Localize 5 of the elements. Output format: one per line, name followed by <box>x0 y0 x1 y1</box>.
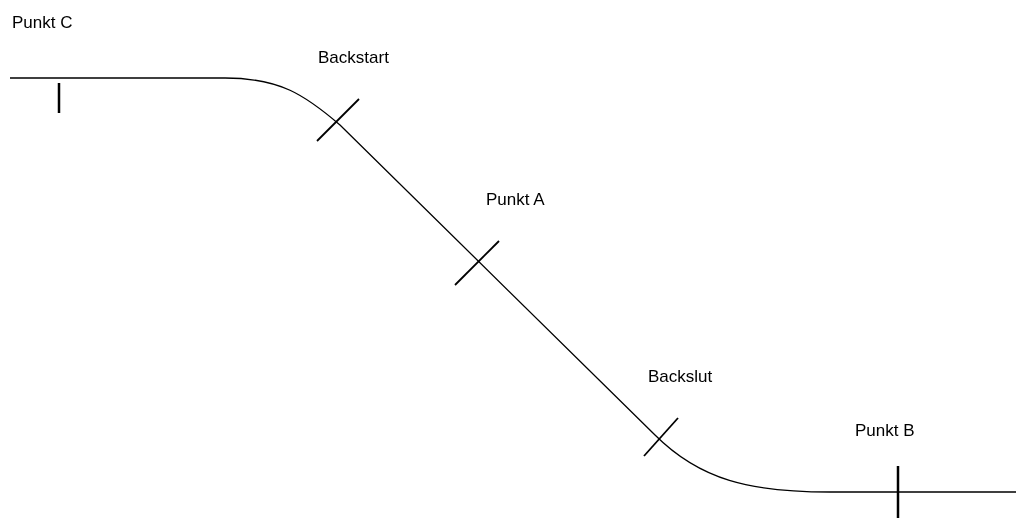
point-label: Backstart <box>318 48 389 68</box>
point-label: Backslut <box>648 367 713 387</box>
point-label: Punkt C <box>12 13 73 33</box>
point-label: Punkt A <box>486 190 545 210</box>
point-label: Punkt B <box>855 421 915 441</box>
